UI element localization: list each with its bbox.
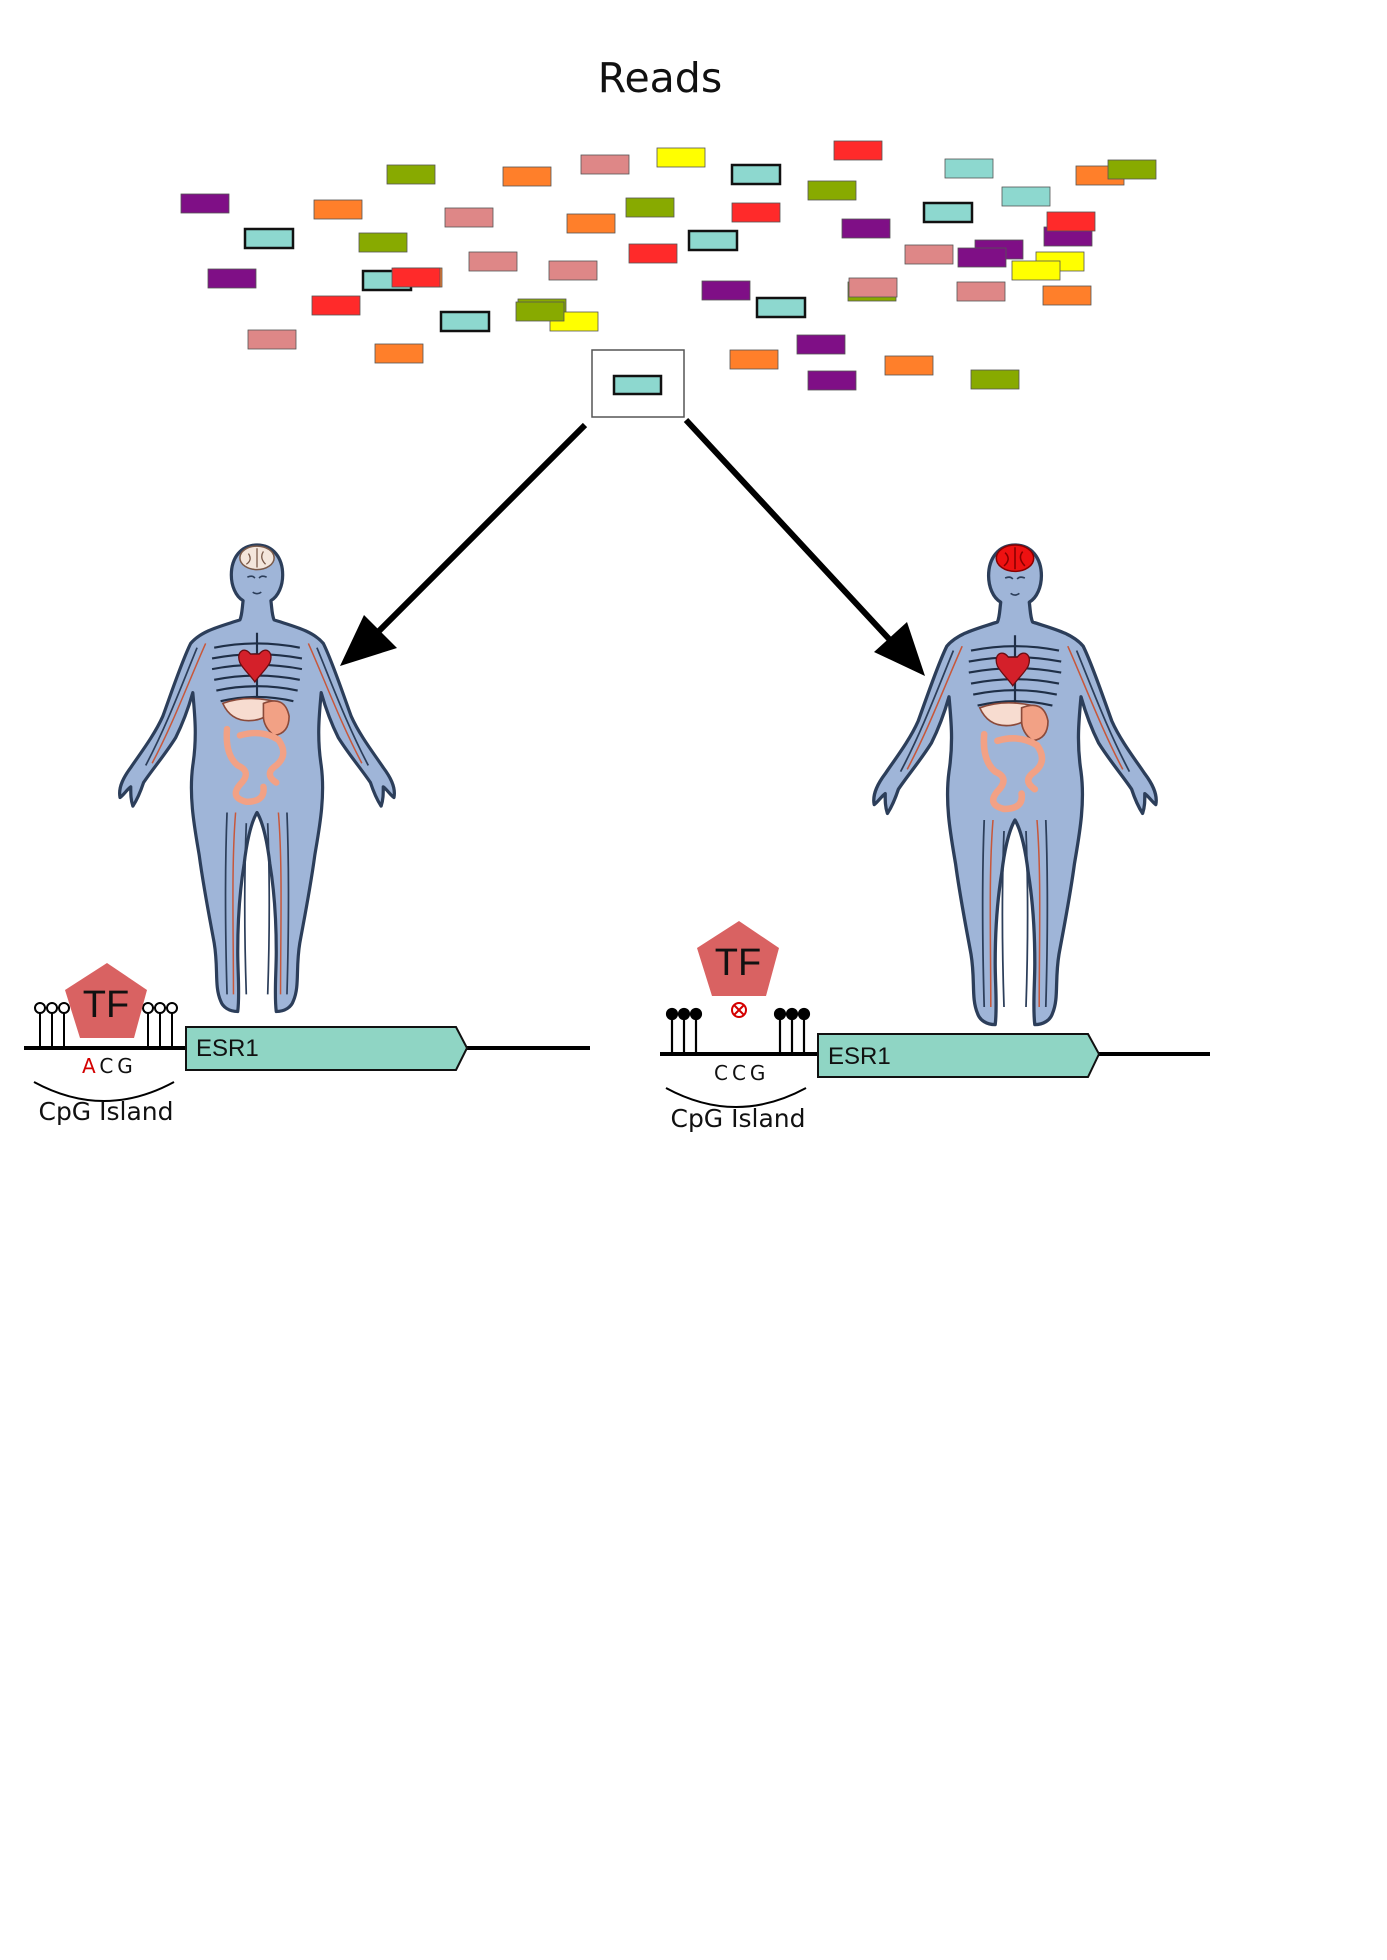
cpg-island-label: CpG Island [670, 1104, 805, 1133]
read-olive [1107, 159, 1157, 180]
read-teal [243, 227, 295, 250]
read-teal [439, 310, 491, 333]
read-teal [922, 201, 974, 224]
gene-label: ESR1 [196, 1035, 259, 1062]
arrow-left-head [340, 615, 397, 666]
read-pink [548, 260, 598, 281]
read-red [311, 295, 361, 316]
read-olive [970, 369, 1020, 390]
read-red [391, 267, 441, 288]
read-yellow [656, 147, 706, 168]
read-red [628, 243, 678, 264]
read-teal [755, 296, 807, 319]
read-teal [730, 163, 782, 186]
read-red [1046, 211, 1096, 232]
reads-cluster [180, 140, 1157, 391]
read-olive [386, 164, 436, 185]
read-teal [687, 229, 739, 252]
read-orange [374, 343, 424, 364]
read-pink [580, 154, 630, 175]
sequence-variant: A [82, 1054, 99, 1078]
blocked-binding-icon [731, 1002, 747, 1018]
tf-label: TF [83, 984, 129, 1026]
cpg-island-label: CpG Island [38, 1097, 173, 1126]
cpg-island-bracket [665, 1087, 807, 1108]
read-orange [1042, 285, 1092, 306]
read-teal [944, 158, 994, 179]
read-purple [180, 193, 230, 214]
panel-right: TF CCG CpG Island ESR1 [660, 545, 1210, 1133]
human-figure-left [120, 545, 395, 1012]
read-purple [701, 280, 751, 301]
read-pink [848, 277, 898, 298]
read-olive [358, 232, 408, 253]
read-purple [957, 247, 1007, 268]
read-orange [313, 199, 363, 220]
gene-label: ESR1 [828, 1043, 891, 1070]
cpg-sites-methylated [665, 1007, 811, 1052]
read-teal [1001, 186, 1051, 207]
read-olive [807, 180, 857, 201]
sequence-rest: CG [99, 1054, 136, 1078]
cpg-island-bracket [33, 1081, 175, 1102]
arrow-left-shaft [369, 422, 588, 641]
arrow-right-head [874, 622, 925, 676]
read-pink [468, 251, 518, 272]
panel-left: TF ACG CpG Island ESR1 [24, 545, 590, 1126]
read-orange [729, 349, 779, 370]
read-red [833, 140, 883, 161]
read-olive [625, 197, 675, 218]
read-orange [566, 213, 616, 234]
selected-read [612, 374, 663, 396]
sequence-text: ACG [82, 1054, 137, 1078]
tf-label: TF [715, 942, 761, 984]
sequence-rest: CG [732, 1061, 769, 1085]
read-pink [956, 281, 1006, 302]
reads-title: Reads [598, 54, 722, 102]
sequence-text: CCG [714, 1061, 769, 1085]
read-purple [207, 268, 257, 289]
sequence-variant: C [714, 1061, 732, 1085]
read-olive [515, 301, 565, 322]
read-purple [841, 218, 891, 239]
tf-pentagon-unbound [697, 921, 779, 996]
read-orange [502, 166, 552, 187]
read-purple [807, 370, 857, 391]
read-pink [444, 207, 494, 228]
tf-pentagon [65, 963, 147, 1038]
read-pink [247, 329, 297, 350]
read-yellow [1011, 260, 1061, 281]
read-purple [796, 334, 846, 355]
read-pink [904, 244, 954, 265]
esr1-gene-box [817, 1033, 1101, 1078]
human-figure-right [874, 545, 1156, 1025]
selected-read-box [591, 349, 685, 418]
arrow-right-shaft [683, 417, 893, 643]
cpg-sites-unmethylated [34, 1002, 178, 1046]
esr1-gene-box [185, 1026, 469, 1071]
read-red [731, 202, 781, 223]
read-orange [884, 355, 934, 376]
